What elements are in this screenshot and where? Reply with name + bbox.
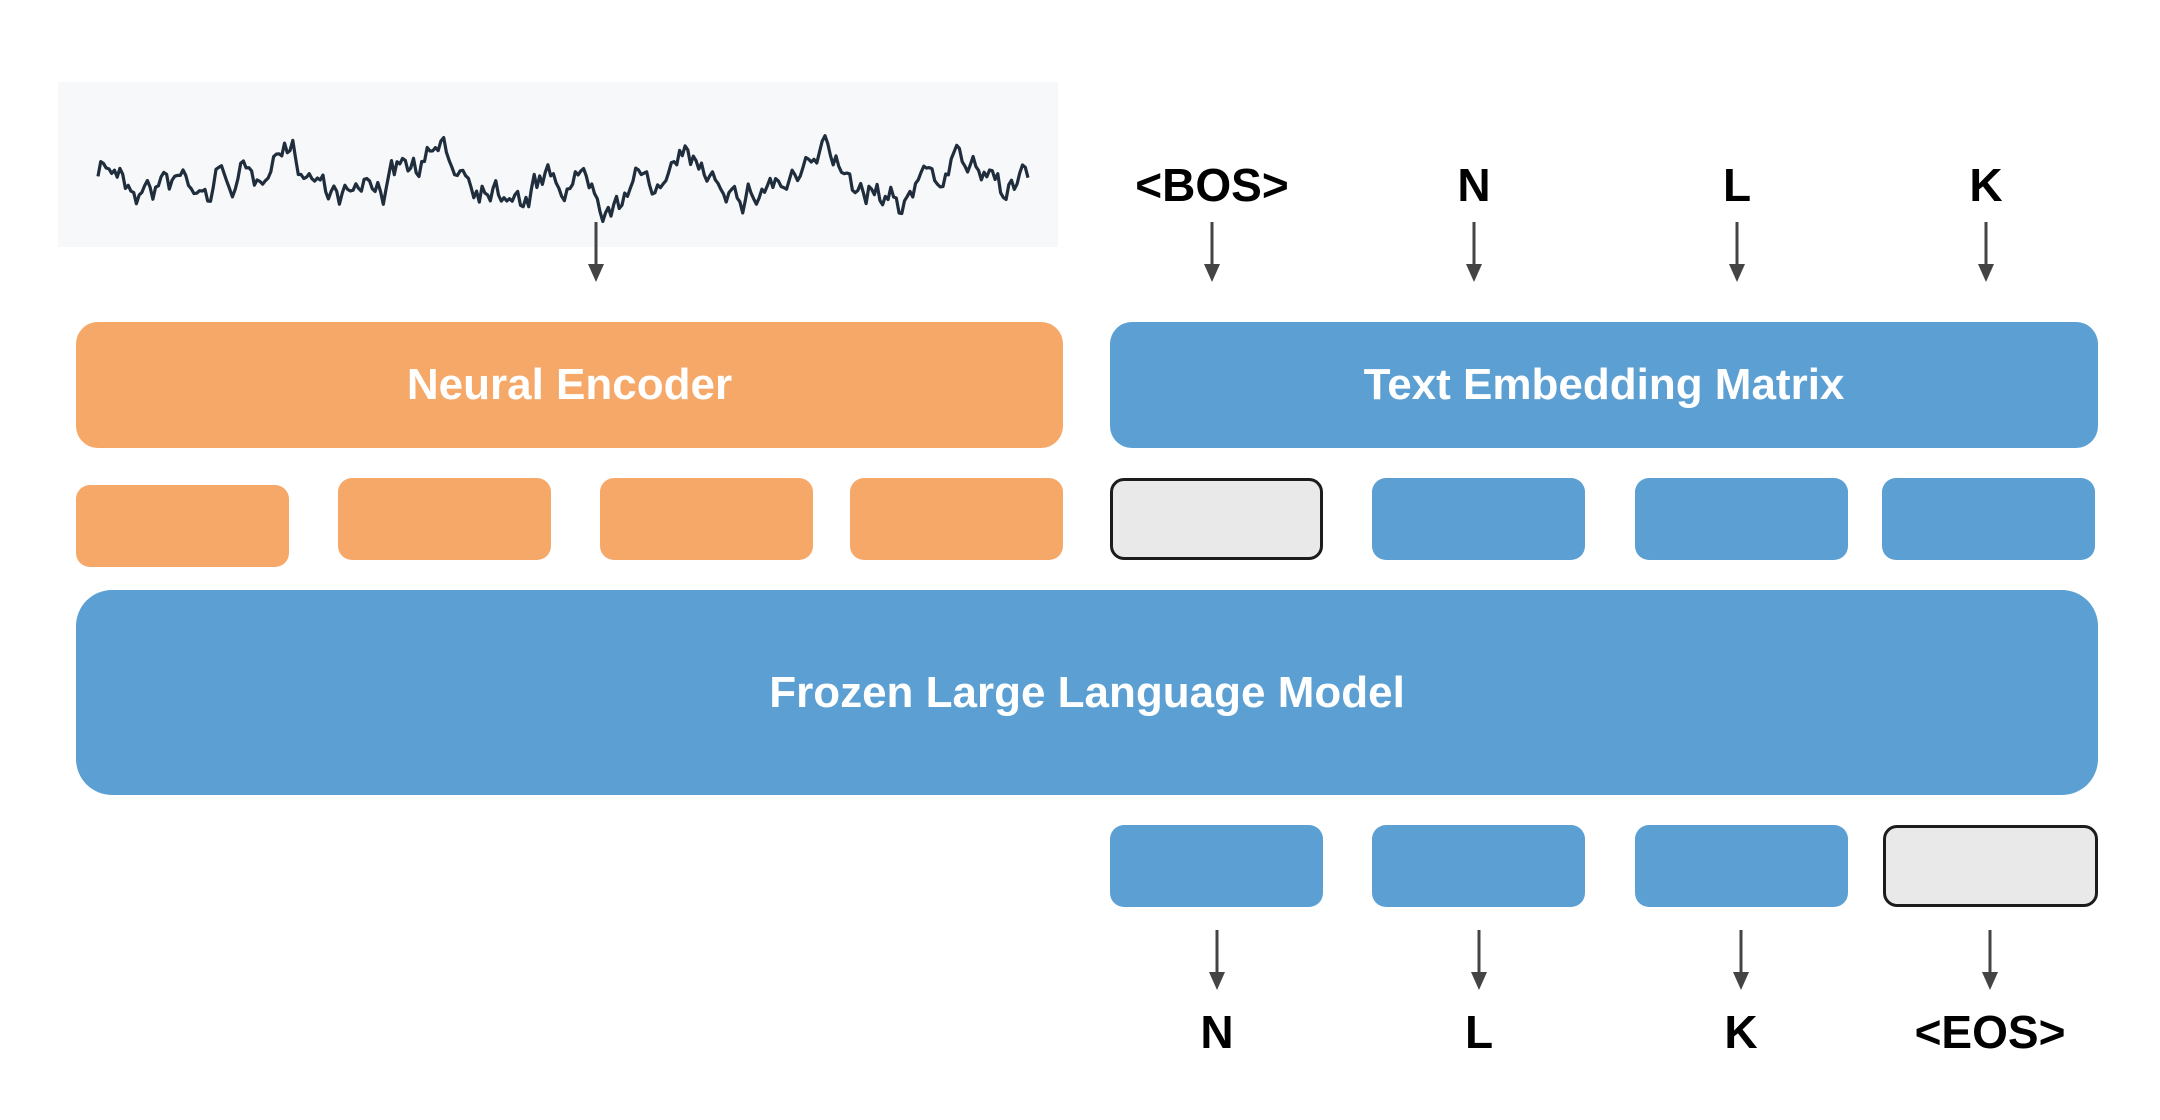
output-arrow-eos — [1982, 930, 1998, 990]
neural-signal-panel — [58, 82, 1058, 247]
text-embedding-token — [1372, 478, 1585, 560]
input-token-bos: <BOS> — [1135, 159, 1289, 211]
input-token-l: L — [1722, 159, 1752, 211]
input-arrow-k — [1978, 222, 1994, 282]
neural-embedding-token — [76, 485, 289, 567]
signal-to-encoder-arrow — [588, 222, 604, 282]
frozen-llm-block: Frozen Large Language Model — [76, 590, 2098, 795]
output-arrow-n — [1209, 930, 1225, 990]
neural-signal-waveform — [96, 134, 1030, 224]
output-token-block — [1635, 825, 1848, 907]
text-embedding-matrix-block: Text Embedding Matrix — [1110, 322, 2098, 448]
input-token-n: N — [1457, 159, 1491, 211]
output-token-k: K — [1724, 1006, 1758, 1058]
input-arrow-bos — [1204, 222, 1220, 282]
bos-embedding-token — [1110, 478, 1323, 560]
neural-embedding-token — [850, 478, 1063, 560]
output-token-n: N — [1200, 1006, 1234, 1058]
text-embedding-token — [1882, 478, 2095, 560]
output-arrow-k — [1733, 930, 1749, 990]
frozen-llm-label: Frozen Large Language Model — [769, 667, 1405, 717]
input-token-k: K — [1969, 159, 2003, 211]
input-arrow-l — [1729, 222, 1745, 282]
neural-encoder-block: Neural Encoder — [76, 322, 1063, 448]
output-token-block — [1372, 825, 1585, 907]
neural-embedding-token — [600, 478, 813, 560]
eos-output-token-block — [1883, 825, 2098, 907]
text-embedding-token — [1635, 478, 1848, 560]
output-token-block — [1110, 825, 1323, 907]
neural-embedding-token — [338, 478, 551, 560]
text-embedding-matrix-label: Text Embedding Matrix — [1363, 360, 1845, 409]
output-token-eos: <EOS> — [1914, 1006, 2066, 1058]
input-arrow-n — [1466, 222, 1482, 282]
neural-encoder-label: Neural Encoder — [406, 360, 733, 409]
output-token-l: L — [1464, 1006, 1494, 1058]
output-arrow-l — [1471, 930, 1487, 990]
